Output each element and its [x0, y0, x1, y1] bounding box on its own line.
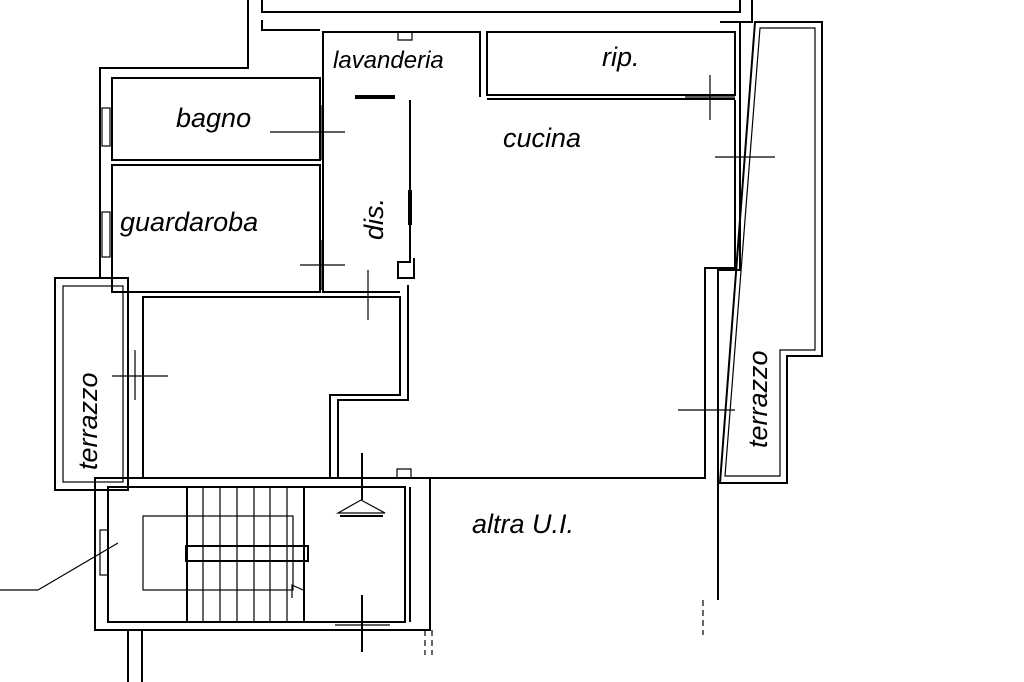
label-bagno: bagno: [176, 103, 251, 133]
label-cucina: cucina: [503, 123, 581, 153]
label-terrazzo-left: terrazzo: [73, 372, 103, 470]
walls: [54, 0, 823, 682]
label-terrazzo-right: terrazzo: [743, 350, 773, 448]
staircase: [0, 487, 386, 622]
label-guardaroba: guardaroba: [120, 207, 258, 237]
door-marks: [101, 75, 775, 652]
label-lavanderia: lavanderia: [333, 47, 444, 74]
label-disimpegno: dis.: [359, 198, 389, 240]
label-ripostiglio: rip.: [602, 42, 640, 72]
room-labels: lavanderia rip. bagno cucina guardaroba …: [73, 42, 773, 539]
label-altra-ui: altra U.I.: [472, 509, 574, 539]
